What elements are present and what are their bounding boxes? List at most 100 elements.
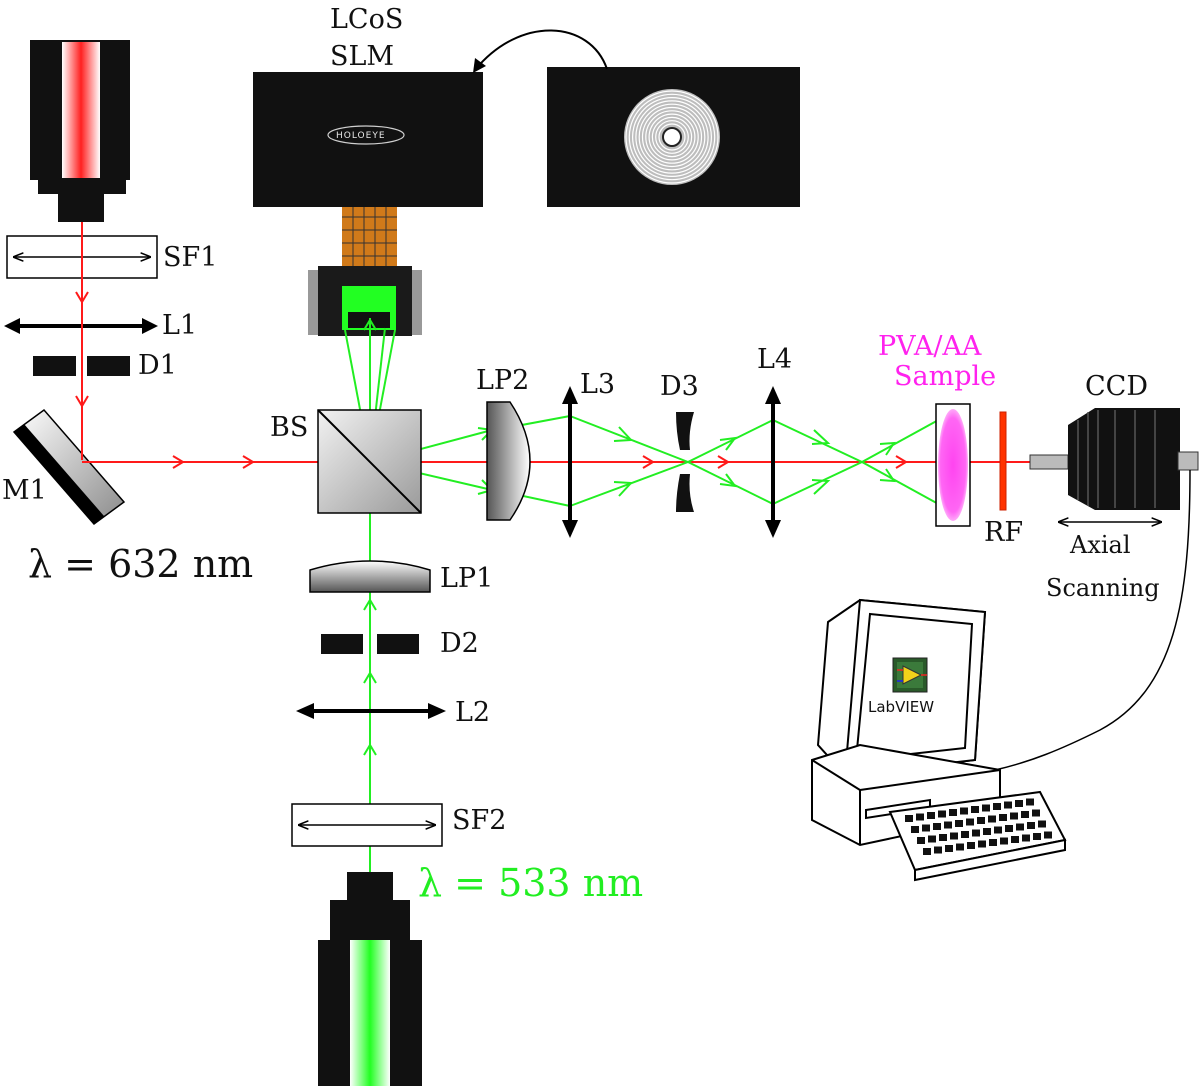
- keyboard-key: [1026, 798, 1034, 806]
- keyboard-key: [927, 812, 935, 819]
- keyboard-key: [988, 815, 996, 823]
- label-sf2: SF2: [452, 805, 506, 836]
- aperture-d2: [321, 634, 419, 654]
- label-l2: L2: [455, 697, 490, 728]
- ring: [651, 116, 693, 158]
- label-sample-line1: PVA/AA: [878, 331, 982, 362]
- ring: [645, 110, 699, 164]
- label-labview: LabVIEW: [868, 698, 934, 716]
- keyboard-key: [923, 848, 931, 855]
- keyboard-key: [999, 814, 1007, 821]
- keyboard-key: [949, 809, 957, 816]
- red-filter-rf: [999, 411, 1007, 511]
- label-d2: D2: [440, 628, 479, 659]
- label-axial-line2: Scanning: [1046, 574, 1160, 602]
- keyboard-key: [983, 828, 991, 835]
- beam-splitter: [317, 409, 422, 514]
- pva-aa-sample: [935, 403, 971, 527]
- keyboard-key: [971, 806, 979, 813]
- keyboard-key: [972, 829, 980, 837]
- keyboard-key: [1032, 809, 1040, 817]
- keyboard-key: [905, 815, 913, 822]
- label-lp1: LP1: [440, 563, 493, 594]
- keyboard-key: [1038, 820, 1046, 828]
- label-red-wavelength: λ = 632 nm: [28, 542, 253, 586]
- lens-l3: [562, 386, 578, 538]
- keyboard-key: [944, 821, 952, 829]
- ring: [648, 113, 696, 161]
- keyboard-keys: [905, 798, 1052, 855]
- keyboard-key: [1044, 831, 1052, 839]
- keyboard-key: [982, 804, 990, 812]
- ring: [641, 106, 703, 168]
- mirror-m1: [12, 408, 126, 526]
- keyboard-key: [945, 845, 953, 852]
- ring: [655, 120, 689, 154]
- keyboard-key: [916, 813, 924, 821]
- ring-center: [662, 127, 682, 147]
- keyboard-key: [1016, 823, 1024, 831]
- red-laser: [30, 40, 130, 222]
- keyboard-key: [989, 839, 997, 846]
- ring: [658, 123, 686, 151]
- ring: [631, 96, 712, 178]
- keyboard-key: [938, 810, 946, 818]
- keyboard-key: [977, 817, 985, 824]
- curved-arrow-head: [473, 58, 486, 73]
- keyboard-key: [928, 835, 936, 843]
- holoeye-logo: HOLOEYE: [336, 131, 386, 141]
- label-axial-line1: Axial: [1069, 531, 1131, 559]
- spatial-filter-sf2: [291, 803, 443, 847]
- keyboard-key: [950, 832, 958, 840]
- keyboard-key: [1022, 834, 1030, 842]
- aperture-d1: [33, 356, 130, 376]
- label-slm-line1: LCoS: [330, 4, 403, 35]
- keyboard-key: [939, 834, 947, 841]
- keyboard-key: [933, 823, 941, 830]
- label-bs: BS: [270, 412, 308, 443]
- label-d1: D1: [138, 350, 177, 381]
- green-laser: [318, 872, 422, 1086]
- keyboard-key: [994, 826, 1002, 834]
- ring: [638, 103, 706, 171]
- keyboard-key: [1027, 822, 1035, 829]
- keyboard-key: [934, 846, 942, 854]
- computer-workstation: [811, 598, 1067, 882]
- label-green-wavelength: λ = 533 nm: [418, 861, 643, 905]
- keyboard-key: [1000, 837, 1008, 845]
- fresnel-zone-pattern: [624, 89, 720, 185]
- keyboard-key: [960, 807, 968, 815]
- keyboard-key: [961, 831, 969, 838]
- lcos-slm: HOLOEYE: [253, 72, 483, 336]
- ring: [628, 93, 716, 181]
- label-sf1: SF1: [163, 242, 217, 273]
- ccd-camera: [1029, 408, 1199, 510]
- lens-l4: [765, 386, 781, 538]
- phase-pattern-display: [547, 67, 800, 207]
- labview-icon: [892, 657, 928, 693]
- label-lp2: LP2: [476, 365, 529, 396]
- keyboard-key: [1004, 801, 1012, 809]
- label-rf: RF: [984, 517, 1023, 548]
- aperture-d3: [676, 412, 694, 512]
- keyboard-key: [1033, 833, 1041, 840]
- keyboard-key: [955, 820, 963, 827]
- keyboard-key: [922, 824, 930, 832]
- label-l4: L4: [757, 344, 792, 375]
- label-d3: D3: [660, 371, 699, 402]
- keyboard-key: [966, 818, 974, 826]
- ring: [625, 90, 719, 184]
- keyboard-key: [917, 837, 925, 844]
- keyboard-key: [993, 803, 1001, 810]
- keyboard-key: [1015, 800, 1023, 807]
- data-cable: [994, 469, 1191, 771]
- lens-lp2: [486, 401, 531, 521]
- label-l1: L1: [162, 310, 197, 341]
- keyboard-key: [1010, 812, 1018, 820]
- label-slm-line2: SLM: [330, 41, 394, 72]
- lens-l2: [296, 703, 446, 719]
- lens-lp1: [309, 560, 431, 593]
- label-m1: M1: [2, 475, 47, 506]
